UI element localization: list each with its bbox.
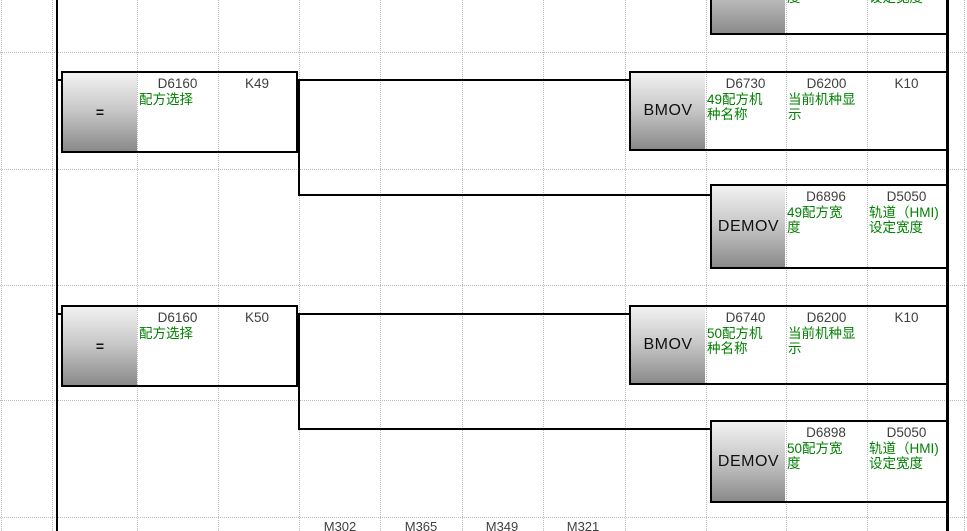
grid-line-vertical [299,0,300,531]
operand-column[interactable]: D6896 49配方宽 度 [785,186,867,267]
grid-line-vertical [137,0,138,531]
grid-line-horizontal [0,52,967,53]
operand-comment: 轨道（HMI) 设定宽度 [869,205,939,235]
operand-comment: 配方选择 [139,326,193,341]
wire [296,79,631,81]
operand-comment: 配方选择 [139,92,193,107]
operand-device[interactable]: K49 [244,76,270,91]
operand-device[interactable]: D6160 [157,310,198,325]
demov-block-partial-top[interactable]: 度 设定宽度 [710,0,946,35]
grid-line-vertical [964,0,965,531]
compare-eq-block-k50[interactable]: = D6160 配方选择 K50 [61,305,298,387]
instruction-label: = [95,104,105,120]
grid-line-horizontal [0,517,967,518]
instruction-label: DEMOV [717,217,780,235]
grid-line-vertical [218,0,219,531]
eq-instruction-cell[interactable]: = [63,73,137,151]
operand-column[interactable]: K10 [867,307,946,383]
wire [298,428,712,430]
operand-comment: 度 [787,0,801,5]
wire [56,313,63,315]
left-power-rail [56,0,58,531]
compare-eq-block-k49[interactable]: = D6160 配方选择 K49 [61,71,298,153]
grid-line-horizontal [0,285,967,286]
wire [298,313,300,430]
operand-device[interactable]: K50 [244,310,270,325]
operand-comment: 49配方宽 度 [787,205,843,235]
operand-device[interactable]: K10 [894,76,919,91]
wire [298,79,300,196]
operand-column[interactable]: D5050 轨道（HMI) 设定宽度 [867,186,946,267]
grid-line-vertical [786,0,787,531]
device-label-m365[interactable]: M365 [404,519,438,531]
demov-block-50[interactable]: DEMOV D6898 50配方宽 度 D5050 轨道（HMI) 设定宽度 [710,420,946,503]
eq-instruction-cell[interactable]: = [63,307,137,385]
operand-column[interactable]: K10 [867,73,946,149]
operand-device[interactable]: D6730 [725,76,766,91]
demov-instruction-cell[interactable]: DEMOV [712,422,785,501]
operand-device[interactable]: D5050 [886,189,927,204]
grid-line-vertical [1,0,2,531]
operand-comment: 当前机种显 示 [788,92,856,122]
wire [56,79,63,81]
grid-line-vertical [867,0,868,531]
right-power-rail [946,0,949,531]
operand-device[interactable]: D5050 [886,425,927,440]
operand-column[interactable]: D6730 49配方机 种名称 [705,73,786,149]
instruction-label: DEMOV [717,452,780,470]
grid-line-horizontal [0,169,967,170]
wire [298,194,712,196]
operand-comment: 设定宽度 [869,0,923,5]
device-label-m349[interactable]: M349 [485,519,519,531]
operand-device[interactable]: D6200 [806,310,847,325]
device-label-m302[interactable]: M302 [323,519,357,531]
grid-line-vertical [543,0,544,531]
bmov-block-49[interactable]: BMOV D6730 49配方机 种名称 D6200 当前机种显 示 K10 [629,71,946,151]
operand-column[interactable]: K49 [218,73,296,151]
operand-comment: 当前机种显 示 [788,326,856,356]
bmov-block-50[interactable]: BMOV D6740 50配方机 种名称 D6200 当前机种显 示 K10 [629,305,946,385]
grid-line-vertical [380,0,381,531]
instruction-label: = [95,338,105,354]
demov-instruction-cell[interactable]: DEMOV [712,186,785,267]
grid-line-vertical [625,0,626,531]
operand-device[interactable]: D6160 [157,76,198,91]
operand-device[interactable]: K10 [894,310,919,325]
operand-column[interactable]: K50 [218,307,296,385]
grid-line-vertical [706,0,707,531]
operand-column[interactable]: D6200 当前机种显 示 [786,73,867,149]
operand-device[interactable]: D6896 [806,189,846,204]
operand-comment: 49配方机 种名称 [707,92,763,122]
operand-comment: 50配方宽 度 [787,441,843,471]
operand-column[interactable]: D6898 50配方宽 度 [785,422,867,501]
grid-line-vertical [52,0,53,531]
operand-column[interactable]: D6160 配方选择 [137,73,218,151]
grid-line-horizontal [0,400,967,401]
operand-column[interactable]: D6740 50配方机 种名称 [705,307,786,383]
device-label-m321[interactable]: M321 [566,519,600,531]
operand-device[interactable]: D6200 [806,76,847,91]
grid-line-vertical [462,0,463,531]
operand-column[interactable]: D5050 轨道（HMI) 设定宽度 [867,422,946,501]
demov-block-49[interactable]: DEMOV D6896 49配方宽 度 D5050 轨道（HMI) 设定宽度 [710,184,946,269]
operand-comment: 50配方机 种名称 [707,326,763,356]
operand-column[interactable]: D6160 配方选择 [137,307,218,385]
operand-column[interactable]: D6200 当前机种显 示 [786,307,867,383]
bmov-instruction-cell[interactable]: BMOV [631,307,705,383]
operand-comment: 轨道（HMI) 设定宽度 [869,441,939,471]
instruction-label: BMOV [643,102,693,119]
wire [296,313,631,315]
instruction-name-cell[interactable] [712,0,785,33]
operand-device[interactable]: D6740 [725,310,766,325]
bmov-instruction-cell[interactable]: BMOV [631,73,705,149]
operand-device[interactable]: D6898 [806,425,846,440]
instruction-label: BMOV [643,336,693,353]
